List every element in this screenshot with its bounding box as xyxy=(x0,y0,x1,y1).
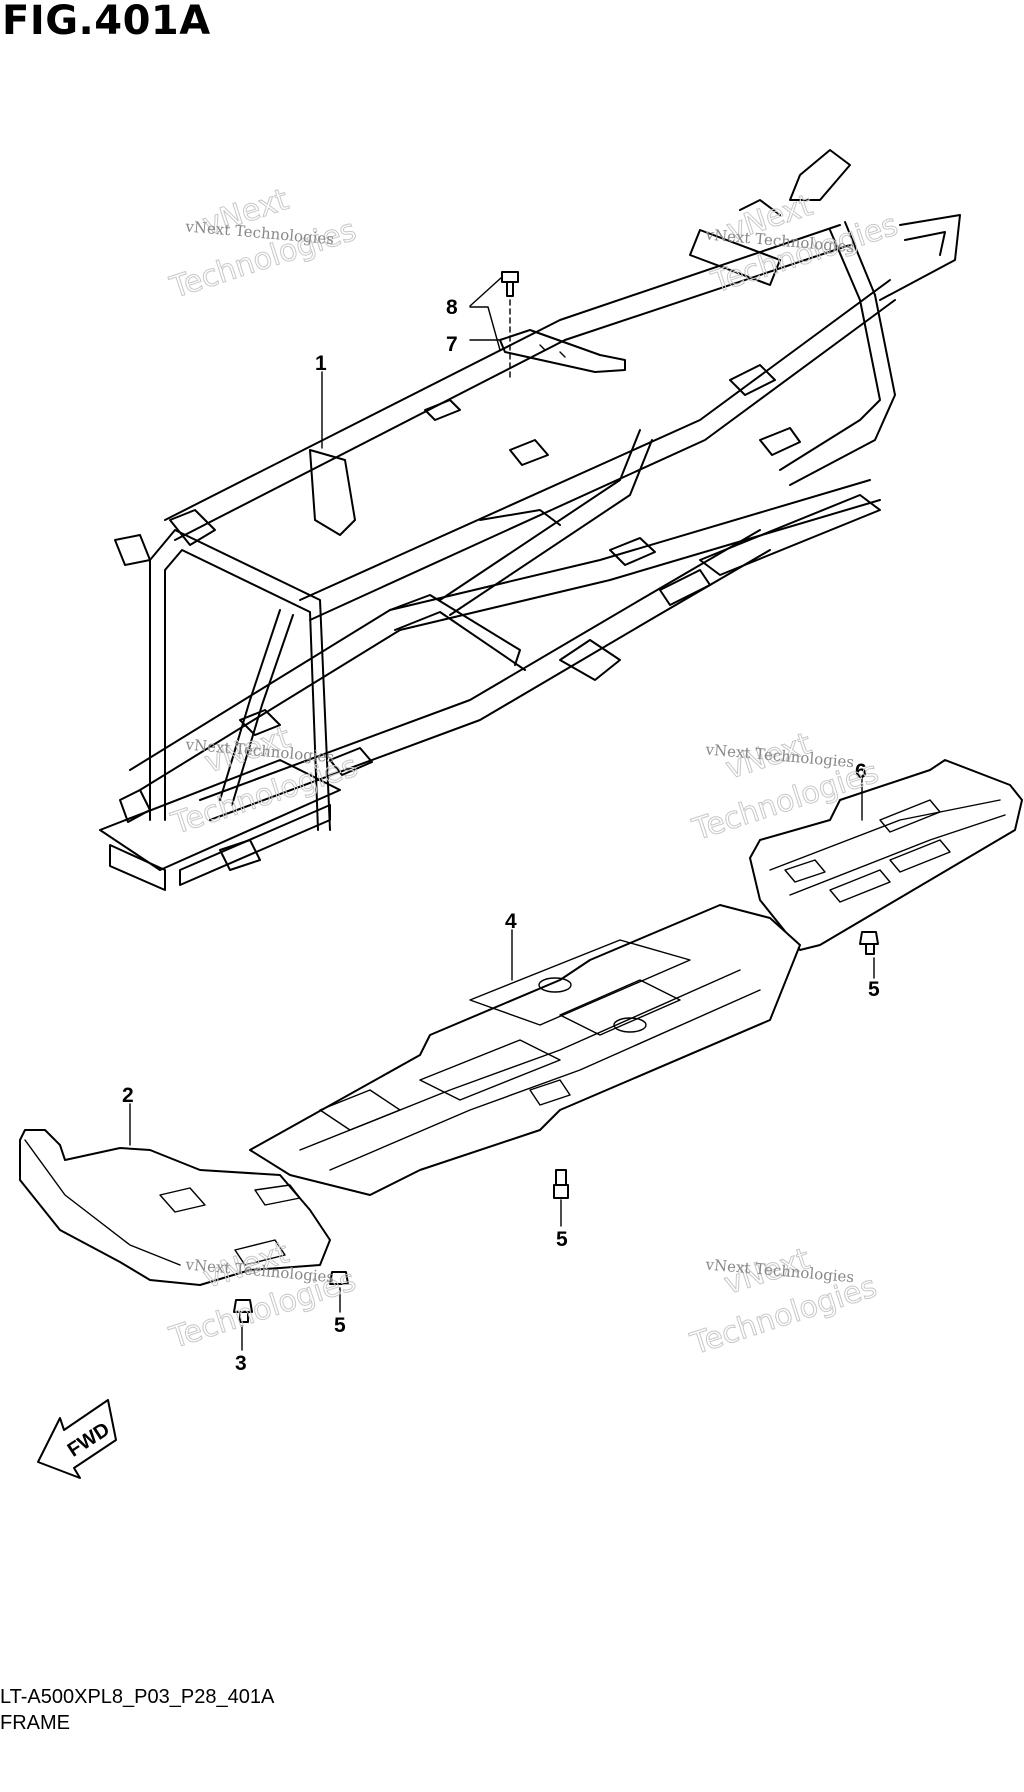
callout-5c: 5 xyxy=(334,1314,346,1337)
center-skid-plate-part-4[interactable] xyxy=(249,904,801,1196)
rear-skid-plate-part-6[interactable] xyxy=(749,759,1023,951)
callout-2: 2 xyxy=(122,1084,134,1107)
frame-assembly[interactable] xyxy=(99,149,961,891)
callout-6: 6 xyxy=(855,760,867,783)
callout-4: 4 xyxy=(505,910,517,933)
leader-lines xyxy=(129,276,875,1351)
bolt-part-8[interactable] xyxy=(501,271,519,297)
callout-5b: 5 xyxy=(556,1228,568,1251)
bolt-part-5-center[interactable] xyxy=(553,1169,569,1199)
diagram-caption: FRAME xyxy=(0,1712,70,1734)
callout-1: 1 xyxy=(315,352,327,375)
bolt-part-5-rear[interactable] xyxy=(859,931,879,955)
callouts: 1 2 3 4 5 5 5 6 7 8 xyxy=(122,296,880,1375)
figure-title: FIG.401A xyxy=(2,0,211,44)
callout-3: 3 xyxy=(235,1352,247,1375)
bracket-plate-part-7[interactable] xyxy=(499,329,626,373)
diagram-code: LT-A500XPL8_P03_P28_401A xyxy=(0,1686,275,1708)
bolt-part-3[interactable] xyxy=(233,1299,253,1323)
fwd-arrow-icon: FWD xyxy=(37,1399,117,1479)
callout-5a: 5 xyxy=(868,978,880,1001)
front-skid-plate-part-2[interactable] xyxy=(19,1129,331,1286)
callout-7: 7 xyxy=(446,333,458,356)
watermark-6: vNext Technologies xyxy=(685,1241,881,1363)
callout-8: 8 xyxy=(446,296,458,319)
bolt-part-5-front[interactable] xyxy=(329,1271,349,1285)
